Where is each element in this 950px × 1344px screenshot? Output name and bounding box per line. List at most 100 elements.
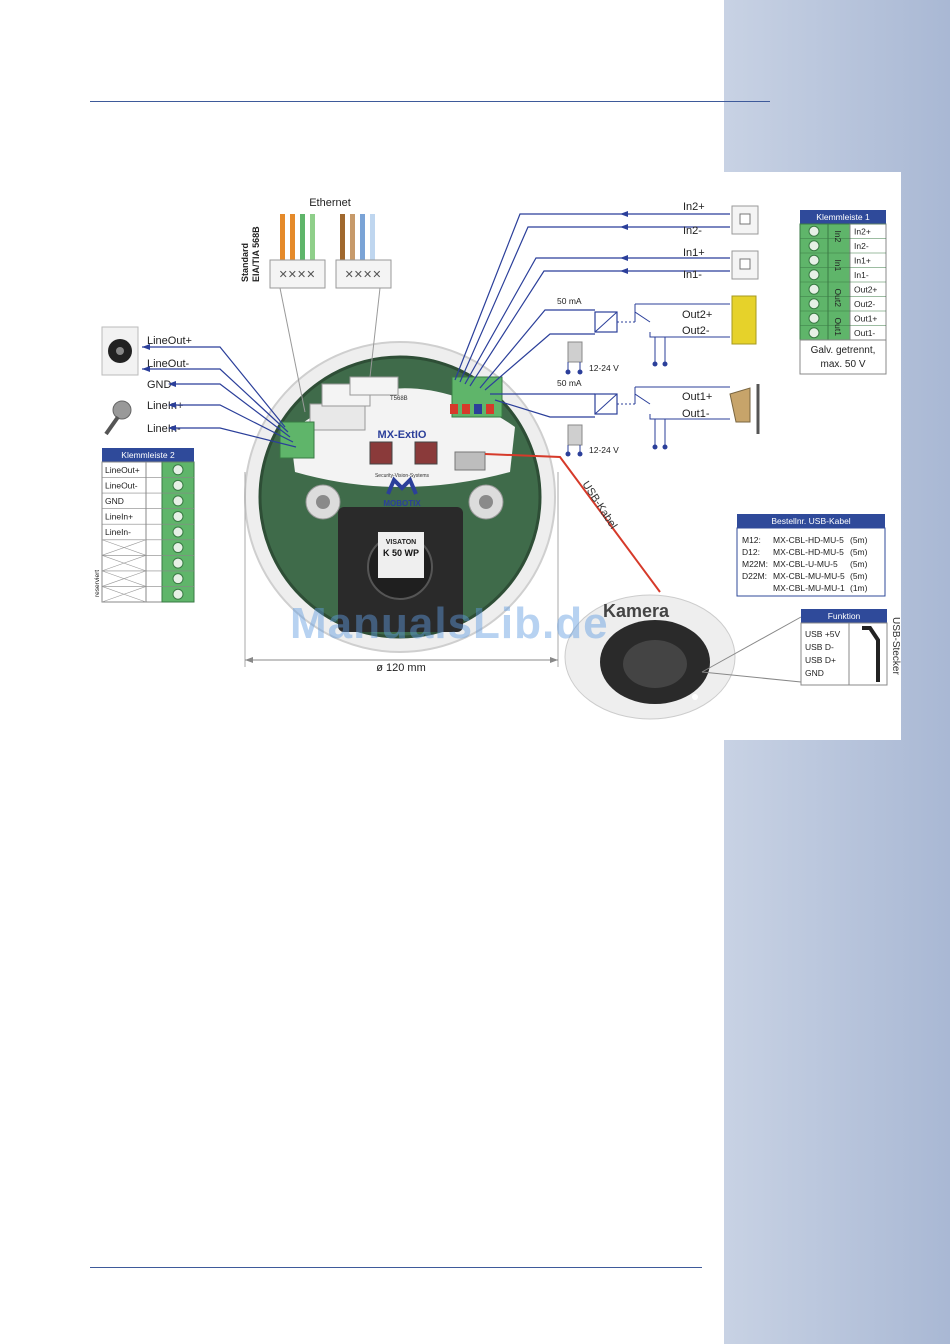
switch-in2-icon <box>731 205 759 235</box>
terminal-block-2: Klemmleiste 2 LineOut+ LineOut- GND LineIn+… <box>94 448 195 603</box>
terminal-1-pin: Out1- <box>854 328 875 338</box>
label-lineout-minus: LineOut- <box>147 358 190 370</box>
terminal-1-pin: In2+ <box>854 226 871 236</box>
screw-terminal-icon <box>808 327 820 339</box>
power-supply-2-icon <box>567 424 583 446</box>
order-cable-length: (5m) <box>850 535 868 545</box>
screw-terminal-icon <box>172 479 184 491</box>
terminal-1-group: Out2 <box>833 289 843 308</box>
usb-pin-function: USB D- <box>805 642 834 652</box>
order-cable-length: (5m) <box>850 571 868 581</box>
svg-text:✕✕✕✕: ✕✕✕✕ <box>279 269 316 281</box>
io-wires <box>454 213 730 418</box>
screw-terminal-icon <box>172 464 184 476</box>
voltage-label-2: 12-24 V <box>589 445 619 455</box>
terminal-1-pin: Out2- <box>854 299 875 309</box>
module-disc: VISATON K 50 WP MX-ExtIO Security-Vision… <box>244 341 556 653</box>
audio-wires <box>142 346 297 448</box>
order-cable-length: (1m) <box>850 583 868 593</box>
diameter-label: ø 120 mm <box>376 662 426 674</box>
wiring-diagram: VISATON K 50 WP MX-ExtIO Security-Vision… <box>94 197 901 720</box>
label-in2-plus: In2+ <box>683 201 705 213</box>
order-part-number: MX-CBL-HD-MU-5 <box>773 535 844 545</box>
label-out2-minus: Out2- <box>682 325 710 337</box>
terminal-block-1-title: Klemmleiste 1 <box>816 212 870 222</box>
label-in1-plus: In1+ <box>683 247 705 259</box>
current-label-1: 50 mA <box>557 296 582 306</box>
screw-terminal-icon <box>172 495 184 507</box>
io-section: In2+ In2- In1+ In1- 50 mA Out2+ Out2- 12… <box>454 201 760 457</box>
label-in2-minus: In2- <box>683 225 702 237</box>
label-gnd: GND <box>147 379 172 391</box>
t568b-label: T568B <box>390 396 408 402</box>
audio-section: LineOut+ LineOut- GND LineIn+ LineIn- <box>101 326 297 448</box>
screw-terminal-icon <box>172 557 184 569</box>
terminal-1-group: Out1 <box>833 318 843 337</box>
terminal-1-pin: In2- <box>854 241 869 251</box>
function-table-title: Funktion <box>828 611 861 621</box>
screw-terminal-icon <box>172 573 184 585</box>
order-cable-length: (5m) <box>850 547 868 557</box>
microphone-icon <box>104 400 132 436</box>
label-out2-plus: Out2+ <box>682 309 712 321</box>
terminal-1-pin: In1+ <box>854 255 871 265</box>
usb-pin-function: GND <box>805 668 824 678</box>
terminal-1-group: In1 <box>833 260 843 272</box>
speaker-model: K 50 WP <box>383 548 419 558</box>
standard-spec: EIA/TIA 568B <box>251 226 261 282</box>
terminal-1-pin: Out1+ <box>854 313 877 323</box>
order-model: M22M: <box>742 559 768 569</box>
label-out1-plus: Out1+ <box>682 391 712 403</box>
terminal-2-pin: LineOut+ <box>105 465 140 475</box>
voltage-label-1: 12-24 V <box>589 363 619 373</box>
usb-plug-label: USB-Stecker <box>890 617 901 675</box>
usb-plug-icon <box>862 626 880 682</box>
terminal-2-pin: LineOut- <box>105 480 138 490</box>
screw-terminal-icon <box>172 588 184 600</box>
current-label-2: 50 mA <box>557 378 582 388</box>
terminal-1-pin: Out2+ <box>854 284 877 294</box>
screw-terminal-icon <box>172 510 184 522</box>
bottom-rule <box>90 1267 702 1268</box>
label-lineout-plus: LineOut+ <box>147 335 192 347</box>
order-table: Bestellnr. USB-Kabel M12: MX-CBL-HD-MU-5 (… <box>736 514 886 597</box>
screw-terminal-icon <box>808 283 820 295</box>
usb-pin-function: USB D+ <box>805 655 836 665</box>
brand-name: MOBOTIX <box>383 499 421 508</box>
order-part-number: MX-CBL-MU-MU-1 <box>773 583 845 593</box>
label-out1-minus: Out1- <box>682 408 710 420</box>
order-model: M12: <box>742 535 761 545</box>
order-part-number: MX-CBL-U-MU-5 <box>773 559 838 569</box>
screw-terminal-icon <box>808 240 820 252</box>
terminal-2-pin: LineIn+ <box>105 511 133 521</box>
terminal-block-1: Klemmleiste 1 In2+ In2- In1+ In1- Out2+ Out2-… <box>799 210 887 375</box>
wiring-diagram-panel: VISATON K 50 WP MX-ExtIO Security-Vision… <box>90 172 901 740</box>
ethernet-label: Ethernet <box>309 197 351 209</box>
order-model: D12: <box>742 547 760 557</box>
screw-terminal-icon <box>808 312 820 324</box>
terminal-1-pin: In1- <box>854 270 869 280</box>
usb-cable-label: USB-Kabel <box>579 479 619 531</box>
order-table-title: Bestellnr. USB-Kabel <box>771 516 850 526</box>
order-part-number: MX-CBL-MU-MU-5 <box>773 571 845 581</box>
screw-terminal-icon <box>172 526 184 538</box>
svg-text:✕✕✕✕: ✕✕✕✕ <box>345 269 382 281</box>
camera: Kamera <box>564 594 802 720</box>
screw-terminal-icon <box>808 298 820 310</box>
max-voltage-note: max. 50 V <box>820 359 865 370</box>
label-linein-minus: LineIn- <box>147 423 181 435</box>
label-linein-plus: LineIn+ <box>147 400 183 412</box>
brand-tagline: Security-Vision-Systems <box>375 473 430 479</box>
module-name: MX-ExtIO <box>378 429 427 441</box>
screw-terminal-icon <box>808 254 820 266</box>
order-cable-length: (5m) <box>850 559 868 569</box>
screw-terminal-icon <box>172 542 184 554</box>
ethernet-connector: Ethernet Standard EIA/TIA 568B ✕✕✕✕ ✕✕✕✕ <box>240 197 392 413</box>
terminal-2-pin: LineIn- <box>105 527 131 537</box>
power-supply-1-icon <box>567 341 583 363</box>
terminal-1-group: In2 <box>833 231 843 243</box>
isolation-note: Galv. getrennt, <box>811 345 876 356</box>
terminal-2-pin: GND <box>105 496 124 506</box>
terminal-block-2-title: Klemmleiste 2 <box>121 450 175 460</box>
